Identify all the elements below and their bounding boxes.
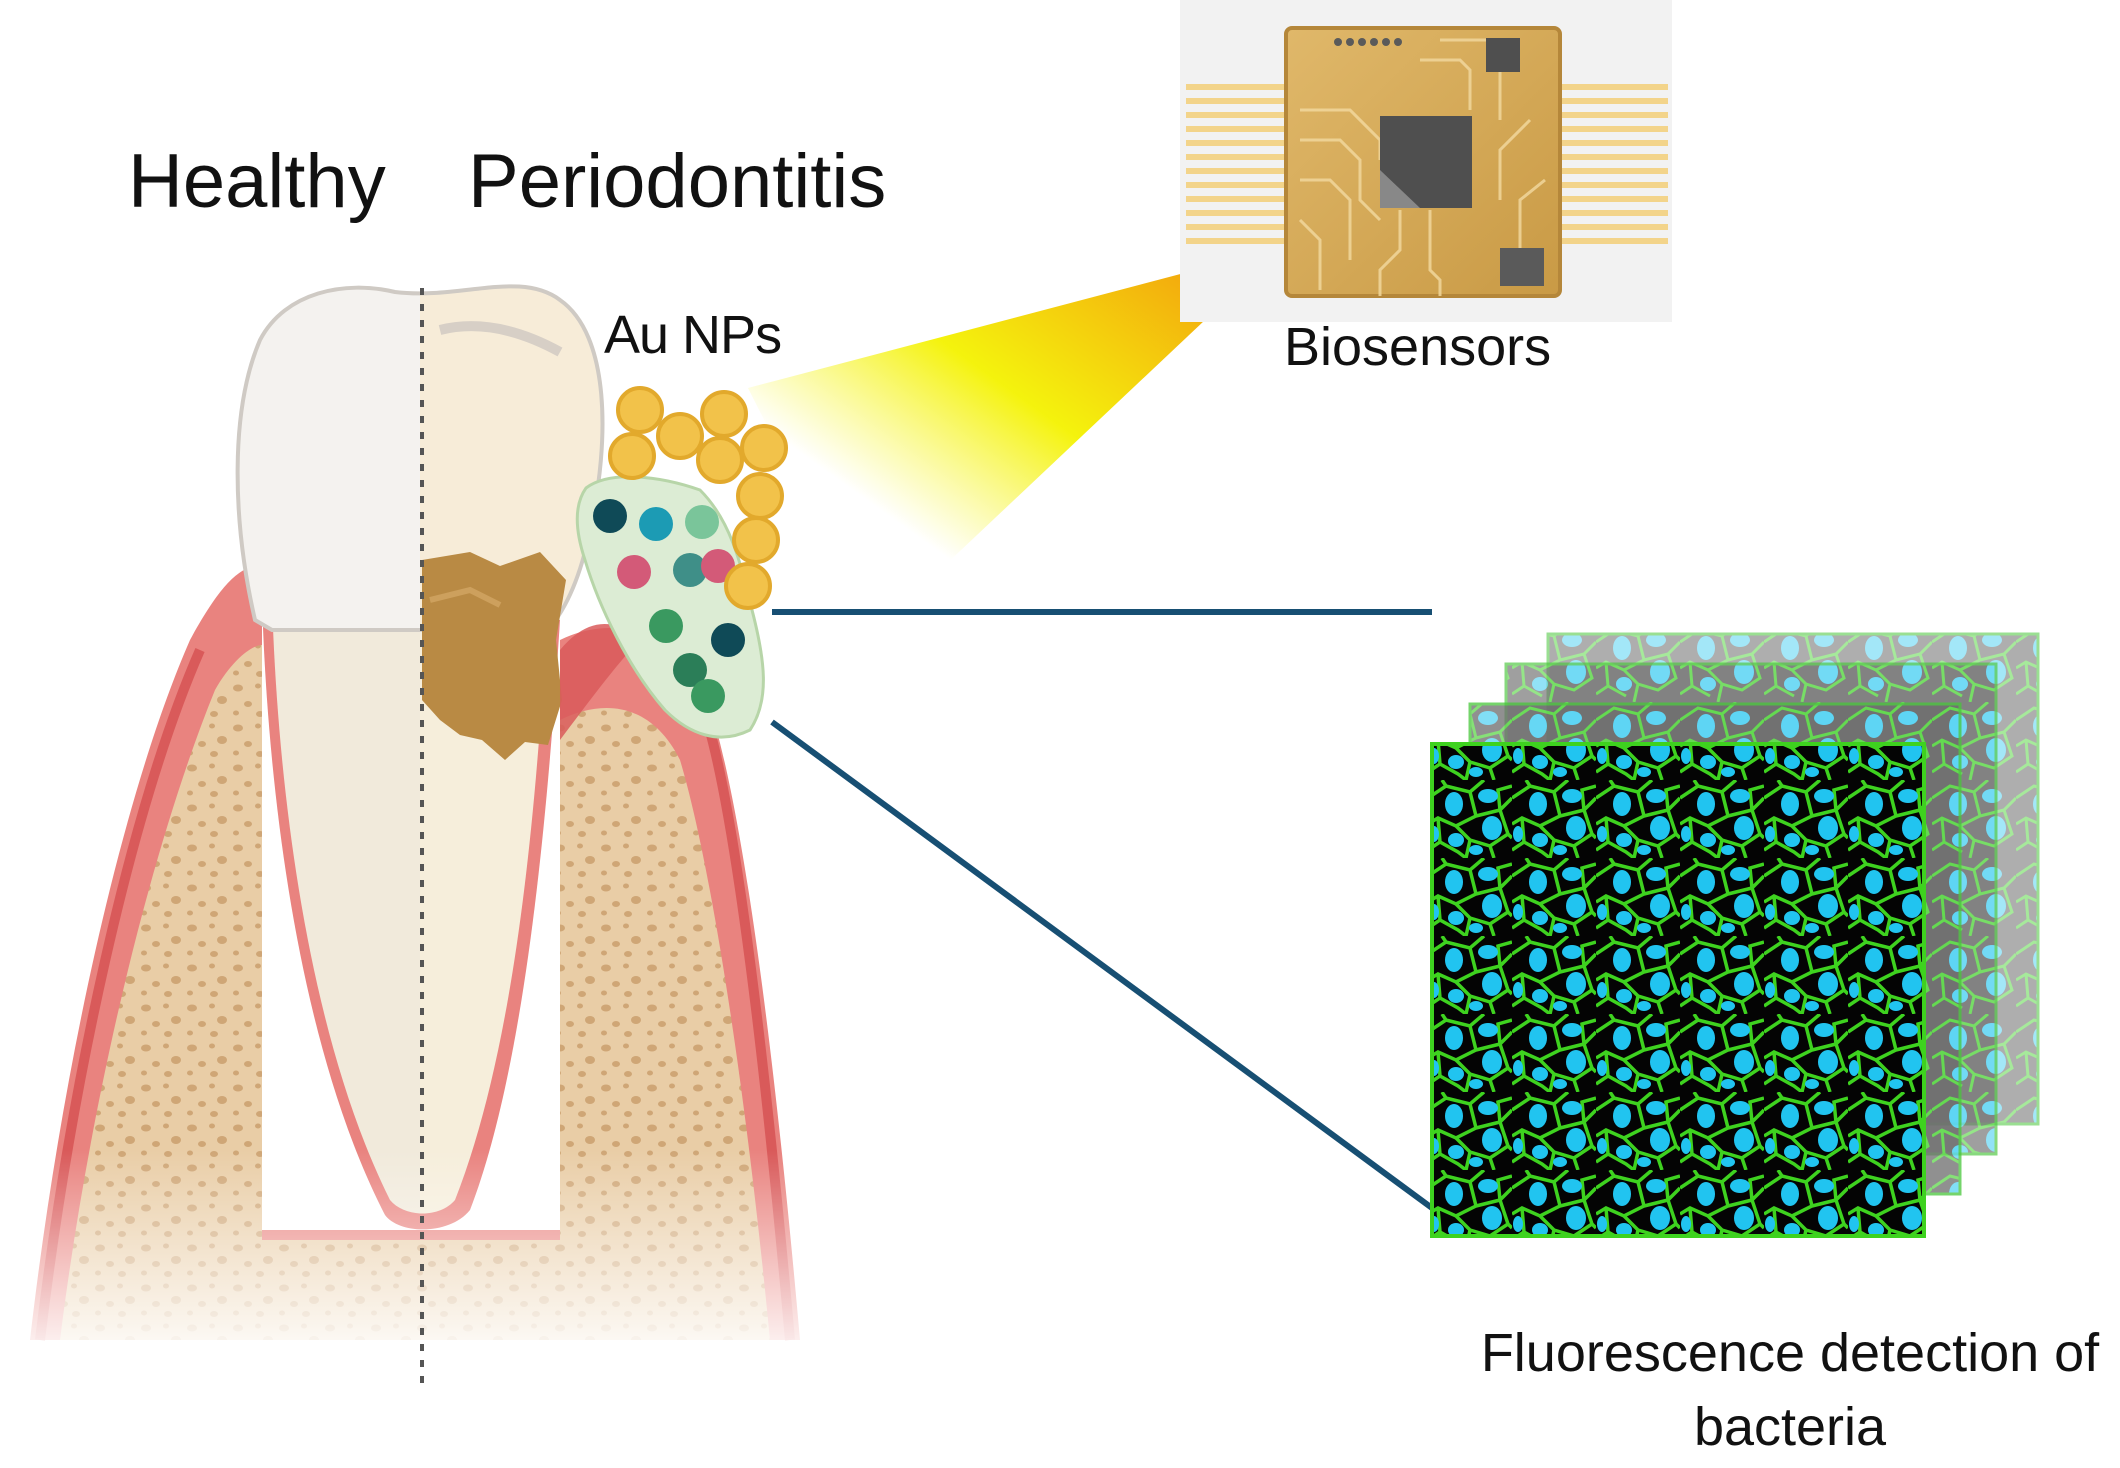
gold-nanoparticle <box>724 562 772 610</box>
diseased-root <box>420 600 548 1214</box>
gold-nanoparticle <box>696 436 744 484</box>
chip-pin <box>1560 154 1668 160</box>
bacterium <box>711 623 745 657</box>
chip-pin <box>1560 98 1668 104</box>
chip-pin <box>1560 196 1668 202</box>
chip-pin <box>1186 126 1286 132</box>
gold-nanoparticles <box>608 386 788 610</box>
chip-pin <box>1560 84 1668 90</box>
chip-pin <box>1186 224 1286 230</box>
chip-pin <box>1186 210 1286 216</box>
chip-pin <box>1186 182 1286 188</box>
bacterium <box>649 609 683 643</box>
bacterium <box>617 555 651 589</box>
healthy-crown <box>235 285 420 632</box>
plaque-biofilm <box>575 475 765 739</box>
gold-nanoparticle <box>736 472 784 520</box>
bacterium <box>593 499 627 533</box>
gold-nanoparticle <box>656 412 704 460</box>
chip-pin <box>1186 238 1286 244</box>
chip-pin <box>1186 98 1286 104</box>
gold-nanoparticle <box>616 386 664 434</box>
gold-nanoparticle <box>732 516 780 564</box>
tooth-cross-section <box>0 284 860 1390</box>
chip-pin <box>1560 126 1668 132</box>
chip-pin <box>1560 112 1668 118</box>
chip-pin <box>1560 224 1668 230</box>
chip-pin <box>1560 210 1668 216</box>
bacterium <box>639 507 673 541</box>
bacterium <box>691 679 725 713</box>
plaque-cluster <box>575 475 765 739</box>
connector-line-lower <box>770 719 1434 1211</box>
chip-pin <box>1186 196 1286 202</box>
chip-pin <box>1186 84 1286 90</box>
gold-nanoparticle <box>700 390 748 438</box>
chip-pin <box>1186 140 1286 146</box>
fluorescence-layer-front <box>1430 742 1926 1238</box>
fluorescence-image-stack <box>1430 632 2040 1238</box>
signal-beam <box>748 270 1258 634</box>
bacterium <box>673 653 707 687</box>
gold-nanoparticle <box>740 424 788 472</box>
biosensor-chip <box>1180 0 1672 322</box>
bacterium <box>701 549 735 583</box>
label-fluorescence-detection: Fluorescence detection of bacteria <box>1480 1323 2100 1457</box>
chip-pin <box>1560 168 1668 174</box>
chip-pin <box>1186 154 1286 160</box>
calculus-deposit <box>422 552 566 760</box>
label-biosensors: Biosensors <box>1284 317 1552 377</box>
bacterium <box>673 553 707 587</box>
label-healthy: Healthy <box>128 139 386 224</box>
healthy-root <box>272 600 420 1214</box>
chip-pin <box>1560 140 1668 146</box>
chip-pin <box>1186 168 1286 174</box>
bacteria-group <box>593 499 745 713</box>
gold-nanoparticle <box>608 432 656 480</box>
label-periodontitis: Periodontitis <box>468 139 887 224</box>
bacterium <box>685 505 719 539</box>
chip-pin <box>1186 112 1286 118</box>
chip-pin <box>1560 182 1668 188</box>
chip-pin <box>1560 238 1668 244</box>
label-au-nps: Au NPs <box>604 305 782 365</box>
